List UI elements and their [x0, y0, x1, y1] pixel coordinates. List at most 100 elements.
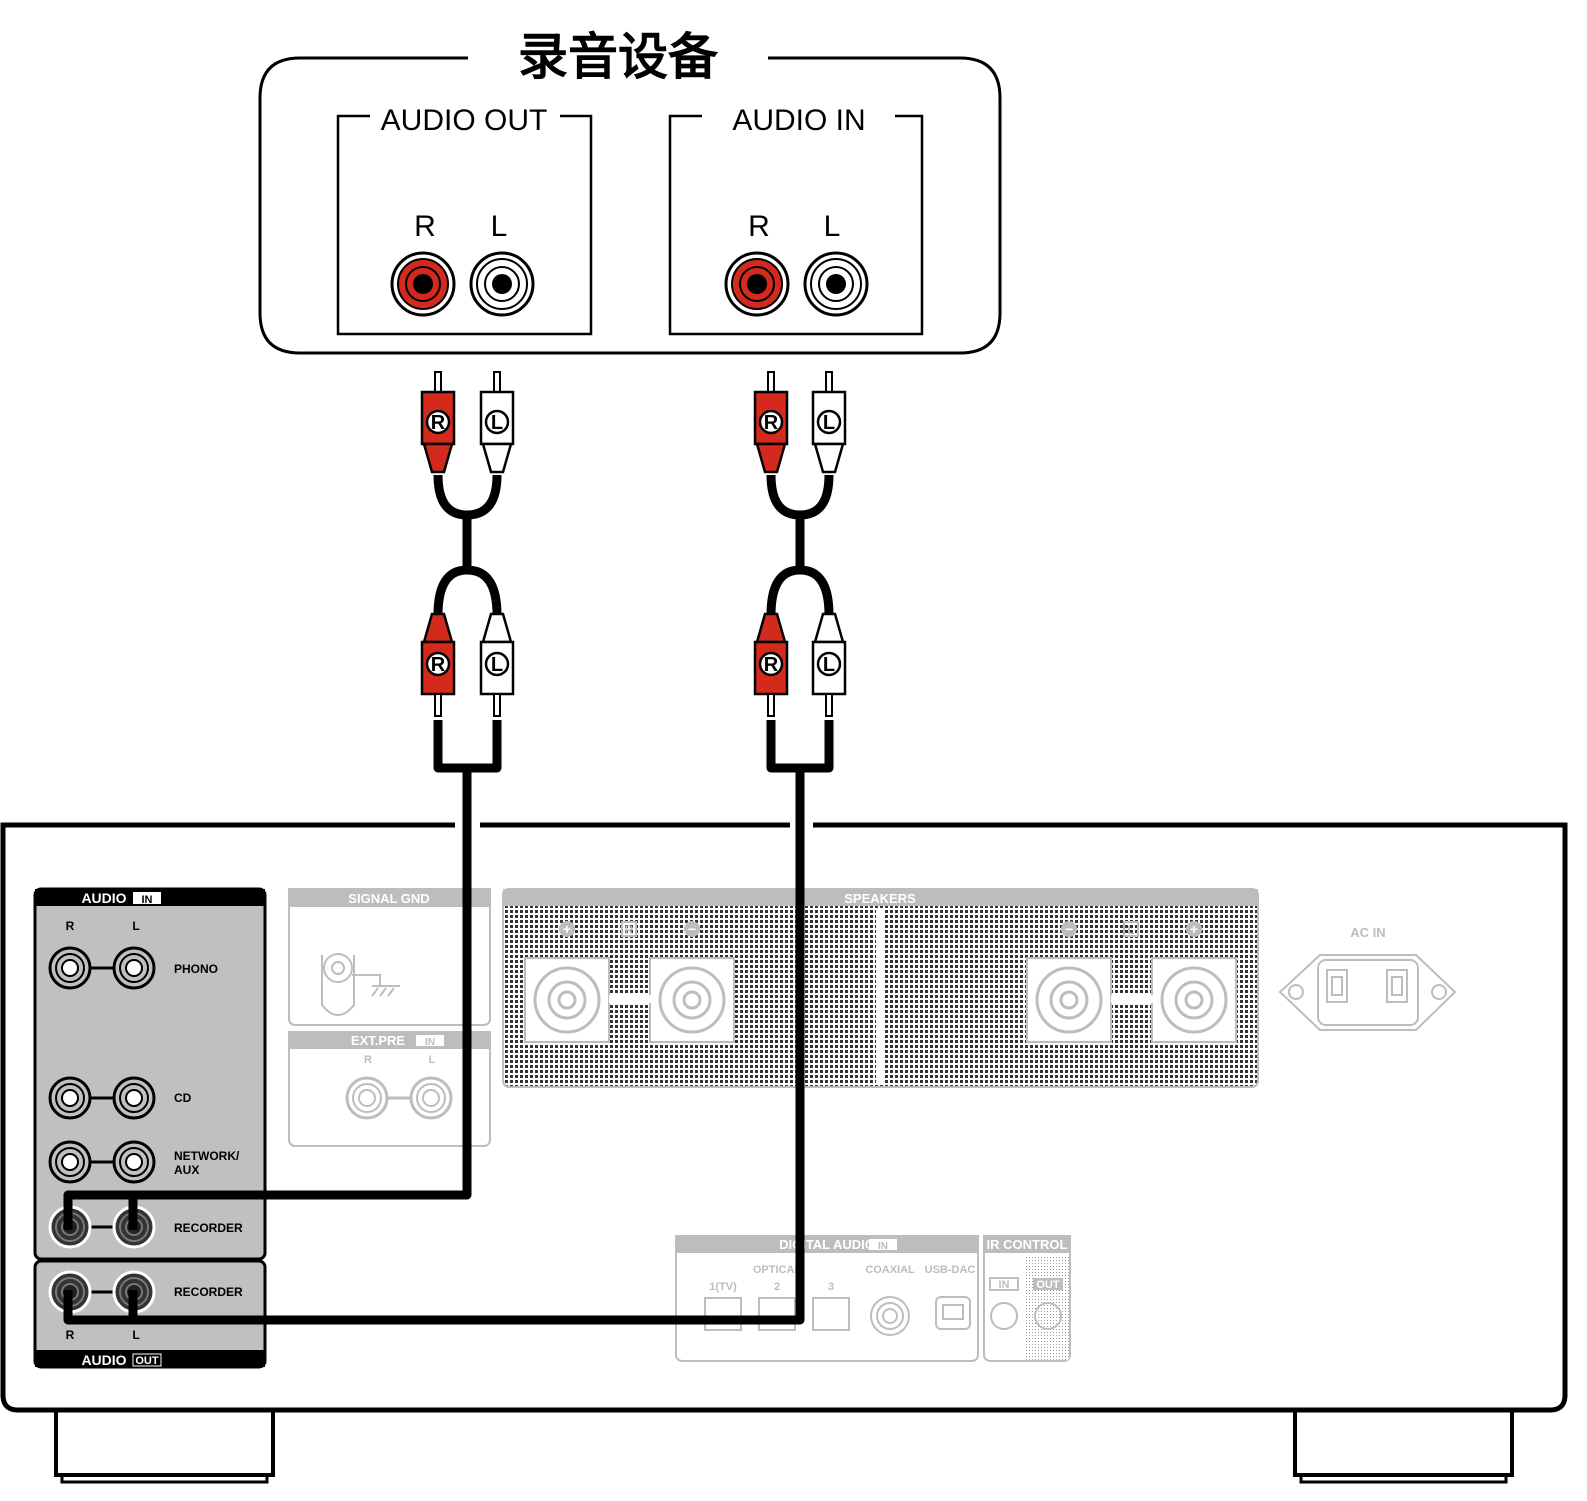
minus-label: −: [688, 921, 696, 937]
plug-label-badge: [758, 651, 784, 677]
jack-hole: [826, 274, 846, 294]
audio-out-panel: AUDIO OUT RECORDER R L: [33, 1259, 267, 1369]
in-badge: IN: [142, 894, 153, 906]
jack-ring: [55, 1147, 85, 1177]
plug-pin: [434, 371, 442, 395]
r-label: R: [364, 1054, 372, 1066]
rca-cables: [63, 474, 834, 1325]
speaker-terminal: [1151, 957, 1237, 1043]
in-badge: IN: [878, 1241, 888, 1252]
digital-audio-title: DIGITAL AUDIO: [779, 1237, 875, 1252]
l-label: L: [429, 1054, 436, 1066]
jack-hole: [125, 959, 143, 977]
coaxial-label: COAXIAL: [865, 1264, 915, 1276]
plug-label-badge: [758, 409, 784, 435]
plug-pin: [767, 693, 775, 717]
signal-gnd-title: SIGNAL GND: [348, 891, 429, 906]
feet: [54, 1410, 1514, 1477]
plus-label: +: [563, 921, 571, 937]
usb-dac-label: USB-DAC: [925, 1264, 976, 1276]
r-plug-label: R: [764, 412, 779, 434]
network-label: NETWORK/: [174, 1149, 240, 1163]
ir-out-label: OUT: [1036, 1279, 1060, 1291]
speakers-title: SPEAKERS: [844, 891, 916, 906]
audio-out-title: AUDIO: [81, 1352, 126, 1368]
speaker-terminal: [1026, 957, 1112, 1043]
terminal-ring: [1184, 990, 1204, 1010]
jack-hole: [61, 1089, 79, 1107]
plug-boot: [755, 612, 787, 644]
cable-2-lower: [63, 720, 834, 1325]
terminal-ring: [557, 990, 577, 1010]
plug-pin: [825, 371, 833, 395]
recorder-title: 录音设备: [518, 29, 719, 85]
plug-pin: [493, 693, 501, 717]
terminal-ring: [547, 980, 587, 1020]
r-label: R: [625, 923, 634, 937]
recorder-audio-out-group: AUDIO OUT R L: [336, 104, 593, 336]
jack-ring: [119, 953, 149, 983]
cable-1-middle: [433, 474, 502, 616]
l-label: L: [491, 210, 508, 243]
jack-hole: [422, 1089, 440, 1107]
plug-boot: [481, 442, 513, 474]
jack-hole: [61, 959, 79, 977]
amplifier-rear-panel: AUDIO IN R L PHONO CD NETWORK/ AUX RECOR…: [0, 822, 1568, 1484]
phono-label: PHONO: [174, 962, 218, 976]
terminal-ring: [1035, 966, 1103, 1034]
plug-label-badge: [484, 651, 510, 677]
jack-hole: [358, 1089, 376, 1107]
terminal-ring: [682, 990, 702, 1010]
polarity-badge: [684, 921, 700, 937]
plug-label-badge: [816, 409, 842, 435]
terminal-ring: [1049, 980, 1089, 1020]
l-label: L: [132, 919, 139, 933]
terminal-link: [609, 995, 651, 1003]
jack-hole: [61, 1153, 79, 1171]
plug-boot: [813, 612, 845, 644]
plug-label-badge: [425, 409, 451, 435]
plug-boot: [755, 442, 787, 474]
r-plug-label: R: [764, 654, 779, 676]
terminal-ring: [1059, 990, 1079, 1010]
white-rca-plug: L: [479, 612, 515, 717]
white-rca-plug: L: [811, 371, 847, 474]
cd-label: CD: [174, 1091, 192, 1105]
plug-label-badge: [425, 651, 451, 677]
audio-in-title: AUDIO: [81, 890, 126, 906]
audio-out-label: AUDIO OUT: [381, 104, 548, 137]
audio-in-label: AUDIO IN: [732, 104, 865, 137]
plug-boot: [422, 612, 454, 644]
plug-pin: [767, 371, 775, 395]
l-label: L: [132, 1328, 139, 1342]
audio-in-panel: AUDIO IN R L PHONO CD NETWORK/ AUX RECOR…: [33, 887, 267, 1261]
r-label: R: [414, 210, 436, 243]
polarity-badge: [1061, 921, 1077, 937]
terminal-link: [1111, 995, 1153, 1003]
optical-1-label: 1(TV): [709, 1281, 737, 1293]
jack-ring: [119, 1083, 149, 1113]
signal-gnd-panel: [288, 888, 491, 1026]
l-plug-label: L: [823, 654, 835, 676]
l-label: L: [1127, 923, 1134, 937]
polarity-badge: [559, 921, 575, 937]
channel-badge: [621, 921, 637, 937]
out-badge: OUT: [135, 1355, 159, 1367]
jack-ring: [416, 1083, 446, 1113]
r-label: R: [66, 919, 75, 933]
digital-audio-panel: [675, 1235, 1071, 1362]
l-plug-label: L: [491, 412, 503, 434]
l-plug-label: L: [823, 412, 835, 434]
aux-label: AUX: [174, 1163, 199, 1177]
ext-pre-panel: [288, 1031, 491, 1147]
plug-label-badge: [816, 651, 842, 677]
jack-ring: [55, 953, 85, 983]
channel-badge: [1123, 921, 1139, 937]
white-rca-plug: L: [479, 371, 515, 474]
in-badge: IN: [425, 1037, 435, 1048]
plug-boot: [813, 442, 845, 474]
r-plug-label: R: [431, 654, 446, 676]
jack-hole: [125, 1153, 143, 1171]
white-rca-jack: [469, 251, 535, 317]
